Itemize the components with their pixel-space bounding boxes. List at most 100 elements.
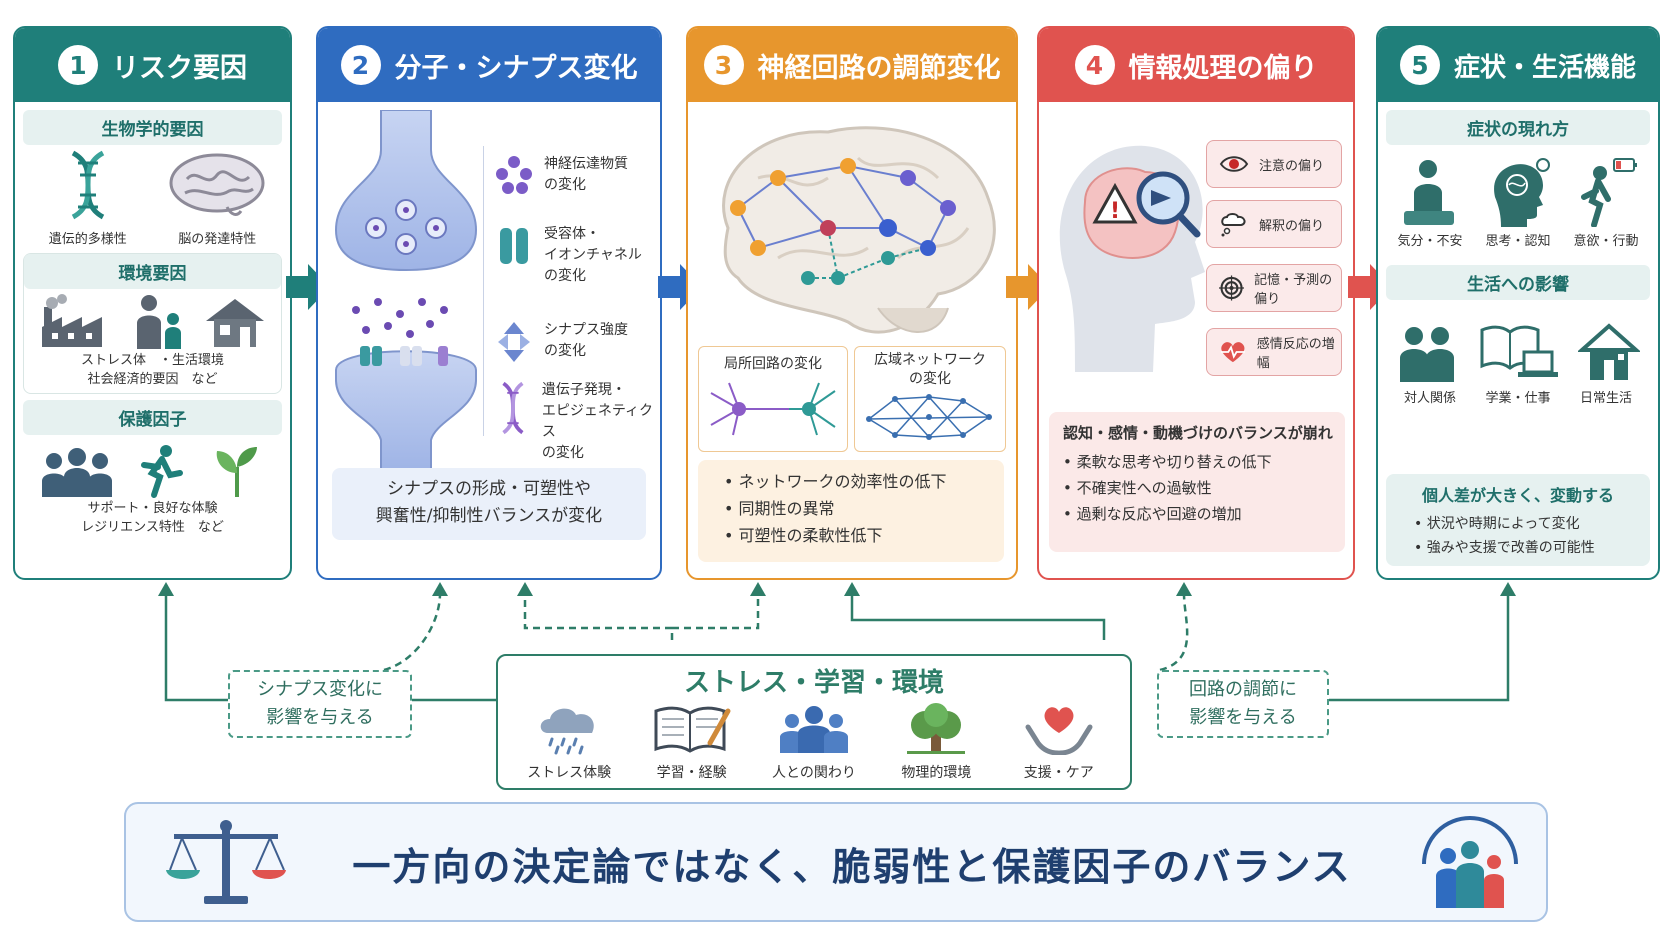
two-people-icon <box>1400 327 1454 382</box>
circuit-bullet: • ネットワークの効率性の低下 <box>724 472 947 491</box>
symptom-label: 思考・認知 <box>1485 234 1551 249</box>
environment-item: 学習・経験 <box>637 703 747 782</box>
home-icon <box>1578 323 1640 380</box>
brain-icon <box>169 153 265 216</box>
synapse-item-label: の変化 <box>544 177 586 193</box>
individual-diff-title: 個人差が大きく、変動する <box>1421 486 1614 505</box>
env-text-line: 社会経済的要因 など <box>87 372 218 387</box>
symptom-label: 気分・不安 <box>1397 234 1463 249</box>
sad-person-icon <box>1404 160 1455 225</box>
head-thinking-icon <box>1494 158 1550 227</box>
protective-section: 保護因子 サポート・良好な体験 レジリエンス特性 など <box>23 400 282 537</box>
synapse-item-label: 受容体・ <box>544 226 600 242</box>
synapse-item-label: の変化 <box>541 445 584 461</box>
balance-scale-icon <box>166 820 286 904</box>
panel-title: リスク要因 <box>112 52 247 84</box>
bias-tag-label: 解釈の偏り <box>1259 218 1325 234</box>
environment-item-label: ストレス体験 <box>527 765 612 781</box>
step-number: 2 <box>340 45 381 85</box>
synapse-item-label: 遺伝子発現・ <box>541 382 626 398</box>
dna-icon <box>502 381 524 435</box>
local-circuit-box: 局所回路の変化 <box>698 346 848 452</box>
symptom-section: 症状の現れ方 気分・不安 思考・認知 意欲・行動 <box>1386 110 1650 249</box>
panel-risk-factors: 1 リスク要因 生物学的要因 遺伝的多様性 <box>13 26 292 580</box>
head-magnifier-illustration: ! <box>1059 145 1205 372</box>
house-icon <box>205 299 264 347</box>
protective-text-line: レジリエンス特性 など <box>81 520 224 535</box>
target-icon <box>1219 275 1245 301</box>
people-group-icon <box>779 706 848 753</box>
processing-bullet-text: 不確実性への過敏性 <box>1076 479 1212 497</box>
molecule-icon <box>496 156 532 194</box>
panel-title: 情報処理の偏り <box>1128 52 1318 84</box>
panel-info-processing: 4 情報処理の偏り ! 注意の偏り 解釈の偏り 記憶・予測の偏り 感情反応の増幅… <box>1037 26 1355 580</box>
symptom-label: 意欲・行動 <box>1573 234 1639 249</box>
synapse-item-label: シナプス強度 <box>544 322 628 338</box>
bio-label: 脳の発達特性 <box>178 232 257 247</box>
factory-icon <box>41 294 102 347</box>
synapse-item: 神経伝達物質 の変化 <box>494 154 628 196</box>
group-icon <box>42 448 113 497</box>
sprout-icon <box>216 447 257 497</box>
synapse-item-label: イオンチャネル <box>544 247 642 263</box>
rain-cloud-icon <box>540 708 594 755</box>
book-pencil-icon <box>654 706 731 753</box>
walking-battery-icon <box>1580 158 1637 227</box>
environment-title: ストレス・学習・環境 <box>683 668 944 698</box>
bias-tag: 感情反応の増幅 <box>1206 328 1342 376</box>
synapse-summary-line: 興奮性/抑制性バランスが変化 <box>375 506 603 526</box>
env-section: 環境要因 ストレス体 ・生活環境 社会経済的要因 など <box>23 253 282 394</box>
panel-3-header: 3 神経回路の調節変化 <box>688 28 1016 102</box>
environment-item-label: 人との関わり <box>772 765 856 781</box>
thought-bubble-icon <box>1221 213 1246 237</box>
panel-synapse: 2 分子・シナプス変化 神経伝達物質 の変化 受容体・ イ <box>316 26 662 580</box>
life-label: 学業・仕事 <box>1485 391 1551 406</box>
individual-bullet: • 強みや支援で改善の可能性 <box>1414 540 1595 556</box>
processing-bullet: • 不確実性への過敏性 <box>1063 479 1212 497</box>
processing-bullet: • 柔軟な思考や切り替えの低下 <box>1063 453 1272 471</box>
protective-title: 保護因子 <box>23 400 282 435</box>
step-number: 1 <box>58 45 98 85</box>
environment-box: ストレス・学習・環境 ストレス体験 学習・経験 人との関わり 物理的環境 支援・… <box>496 654 1132 790</box>
wide-network-label: 広域ネットワーク <box>874 352 986 368</box>
network-icon <box>866 394 992 440</box>
processing-summary: 認知・感情・動機づけのバランスが崩れ • 柔軟な思考や切り替えの低下 • 不確実… <box>1049 412 1345 552</box>
synapse-item-label: の変化 <box>544 343 586 359</box>
circuit-summary: • ネットワークの効率性の低下 • 同期性の異常 • 可塑性の柔軟性低下 <box>698 460 1004 562</box>
right-influence-note: 回路の調節に 影響を与える <box>1157 670 1329 738</box>
env-title: 環境要因 <box>24 254 281 289</box>
divider <box>483 146 484 436</box>
synapse-illustration <box>334 110 478 470</box>
step-number: 4 <box>1074 45 1115 85</box>
wide-network-label: の変化 <box>909 371 951 387</box>
panel-title: 神経回路の調節変化 <box>757 52 1001 84</box>
panel-4-header: 4 情報処理の偏り <box>1039 28 1353 102</box>
bio-label: 遺伝的多様性 <box>48 232 127 247</box>
bio-title: 生物学的要因 <box>23 110 282 145</box>
wide-network-box: 広域ネットワーク の変化 <box>854 346 1006 452</box>
synapse-item: シナプス強度 の変化 <box>494 320 628 364</box>
processing-bullet-text: 過剰な反応や回避の増加 <box>1076 505 1242 523</box>
svg-text:!: ! <box>1110 199 1120 224</box>
synapse-item-label: 神経伝達物質 <box>544 156 628 172</box>
bias-tag: 記憶・予測の偏り <box>1206 264 1342 312</box>
circuit-bullet-text: ネットワークの効率性の低下 <box>738 472 947 491</box>
environment-item-label: 支援・ケア <box>1023 765 1094 781</box>
processing-bullet: • 過剰な反応や回避の増加 <box>1063 505 1242 523</box>
synapse-item-label: の変化 <box>544 268 586 284</box>
synapse-summary-line: シナプスの形成・可塑性や <box>387 479 591 499</box>
life-title: 生活への影響 <box>1386 265 1650 300</box>
dna-icon <box>71 150 105 220</box>
panel-symptoms: 5 症状・生活機能 症状の現れ方 気分・不安 思考・認知 意欲・行動 生活への影… <box>1376 26 1660 580</box>
left-influence-note: シナプス変化に 影響を与える <box>228 670 412 738</box>
protective-text-line: サポート・良好な体験 <box>87 501 218 516</box>
synapse-item-label: エピジェネティクス <box>541 403 654 440</box>
env-text: ストレス体 ・生活環境 社会経済的要因 など <box>24 351 281 393</box>
panel-neural-circuits: 3 神経回路の調節変化 局所回路の変化 広域ネットワーク <box>686 26 1018 580</box>
receptor-icon <box>500 228 528 264</box>
environment-item: 物理的環境 <box>881 703 991 782</box>
bias-tag-label: 注意の偏り <box>1259 158 1325 174</box>
individual-diff-box: 個人差が大きく、変動する • 状況や時期によって変化 • 強みや支援で改善の可能… <box>1386 474 1650 566</box>
brain-network-illustration <box>722 126 996 334</box>
neuron-icon <box>710 382 836 436</box>
